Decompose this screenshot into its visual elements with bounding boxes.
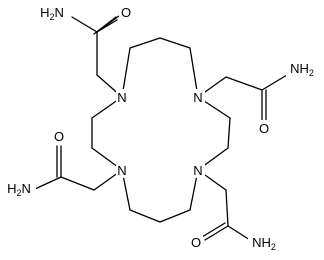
- atom-n-bottom-left: N: [117, 163, 126, 178]
- atom-n-bottom-right: N: [193, 163, 202, 178]
- acetamide-arm-top-right: [197, 74, 288, 122]
- acetamide-arm-bottom-left: [34, 145, 123, 191]
- atom-o-bottom-right: O: [191, 235, 201, 250]
- atom-nh2-top-left: H2N: [40, 5, 64, 22]
- atom-n-top-left: N: [117, 90, 126, 105]
- acetamide-arm-bottom-right: [197, 169, 251, 241]
- atom-n-top-right: N: [193, 90, 202, 105]
- atom-o-top-left: O: [121, 5, 131, 20]
- acetamide-arm-top-left: [71, 15, 123, 98]
- atom-nh2-top-right: NH2: [290, 61, 314, 78]
- macrocycle-ring: [91, 37, 231, 223]
- atom-o-bottom-left: O: [54, 129, 64, 144]
- atom-nh2-bottom-left: H2N: [7, 181, 31, 198]
- atom-nh2-bottom-right: NH2: [252, 235, 276, 252]
- atom-o-top-right: O: [259, 121, 269, 136]
- atom-labels: N N N N O H2N NH2 O O H2N O NH2: [2, 4, 320, 252]
